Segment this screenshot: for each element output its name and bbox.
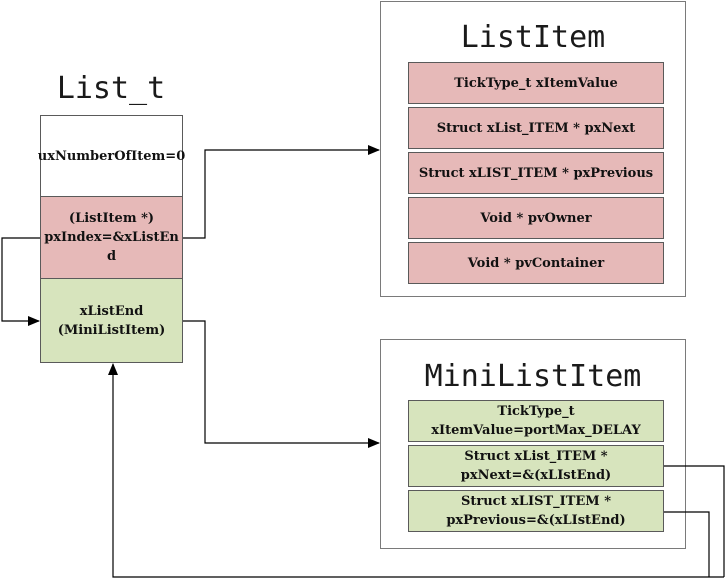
arrow-index-to-listitem xyxy=(183,145,380,239)
mini-list-item-title: MiniListItem xyxy=(424,359,642,394)
list-t-cell-count: uxNumberOfItem=0 xyxy=(38,115,185,197)
line-next-out xyxy=(664,465,725,577)
list-item-title: ListItem xyxy=(460,20,606,55)
line-previous-out xyxy=(664,511,710,577)
list-t-cell-index: (ListItem *) pxIndex=&xListEn d xyxy=(40,196,183,279)
mini-list-item-field-previous: Struct xLIST_ITEM * pxPrevious=&(xLIstEn… xyxy=(408,490,664,532)
list-item-field-previous: Struct xLIST_ITEM * pxPrevious xyxy=(408,152,664,194)
arrow-back-to-xlistend xyxy=(108,363,724,578)
list-t-cell-end: xListEnd (MiniListItem) xyxy=(40,278,183,363)
mini-list-item-field-value: TickType_t xItemValue=portMax_DELAY xyxy=(408,400,664,442)
list-item-field-next: Struct xList_ITEM * pxNext xyxy=(408,107,664,149)
mini-list-item-field-next: Struct xList_ITEM * pxNext=&(xLIstEnd) xyxy=(408,445,664,487)
list-item-field-owner: Void * pvOwner xyxy=(408,197,664,239)
arrow-end-to-minilistitem xyxy=(183,320,380,448)
list-t-title: List_t xyxy=(56,71,166,106)
list-item-field-value: TickType_t xItemValue xyxy=(408,62,664,104)
list-item-field-container: Void * pvContainer xyxy=(408,242,664,284)
arrow-index-loop xyxy=(1,237,40,326)
